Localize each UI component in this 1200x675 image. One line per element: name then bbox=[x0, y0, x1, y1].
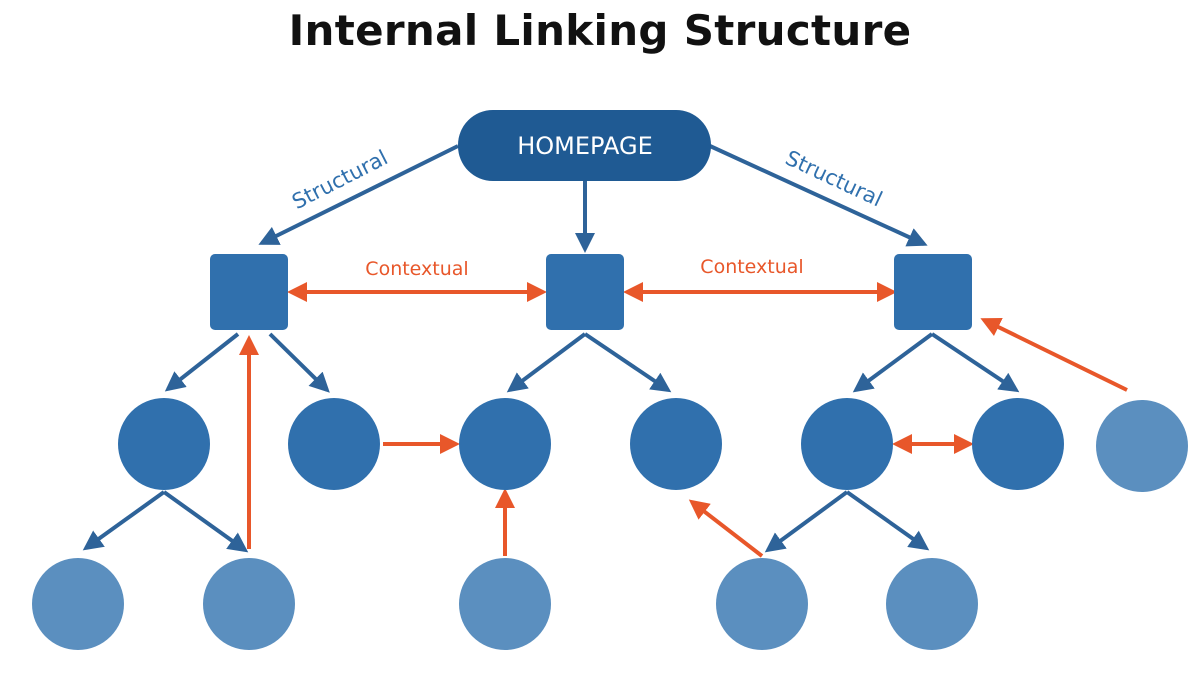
edge-cat-center-to-l2-a bbox=[506, 332, 587, 393]
page-title: Internal Linking Structure bbox=[288, 6, 912, 55]
edge-cat-left-to-l2-a bbox=[164, 332, 240, 392]
page-node-l3-c[interactable] bbox=[459, 558, 551, 650]
page-node-l2-c[interactable] bbox=[459, 398, 551, 490]
page-node-l2-g[interactable] bbox=[1096, 400, 1188, 492]
page-node-l2-a[interactable] bbox=[118, 398, 210, 490]
category-node-right[interactable] bbox=[894, 254, 972, 330]
homepage-label: HOMEPAGE bbox=[517, 132, 653, 160]
edge-cat-left-to-l2-b bbox=[268, 332, 330, 393]
edge-cat-center-to-l2-b bbox=[583, 332, 672, 393]
category-nodes bbox=[210, 254, 972, 330]
edge-home-to-category-right bbox=[709, 144, 928, 247]
edge-ctx-l3-d-to-l2-d bbox=[688, 499, 764, 558]
edge-cat-right-to-l2-a bbox=[852, 332, 934, 393]
contextual-label-left: Contextual bbox=[365, 258, 468, 280]
edge-l2-a-to-l3-a bbox=[82, 490, 166, 551]
page-node-l2-e[interactable] bbox=[801, 398, 893, 490]
page-node-l2-f[interactable] bbox=[972, 398, 1064, 490]
edge-home-to-category-left bbox=[258, 144, 459, 245]
page-node-l3-e[interactable] bbox=[886, 558, 978, 650]
page-node-l3-a[interactable] bbox=[32, 558, 124, 650]
page-node-l2-d[interactable] bbox=[630, 398, 722, 490]
level-2-nodes bbox=[118, 398, 1188, 492]
category-node-center[interactable] bbox=[546, 254, 624, 330]
category-node-left[interactable] bbox=[210, 254, 288, 330]
structural-edges bbox=[82, 144, 1020, 553]
page-node-l2-b[interactable] bbox=[288, 398, 380, 490]
contextual-edges bbox=[239, 282, 1128, 558]
page-node-l3-d[interactable] bbox=[716, 558, 808, 650]
homepage-node[interactable]: HOMEPAGE bbox=[458, 110, 711, 181]
edge-l2-e-to-l3-e bbox=[845, 490, 930, 551]
edge-ctx-l2-g-to-cat-right bbox=[980, 318, 1128, 392]
edge-l2-a-to-l3-b bbox=[162, 490, 249, 553]
edge-cat-right-to-l2-b bbox=[930, 332, 1020, 393]
page-node-l3-b[interactable] bbox=[203, 558, 295, 650]
level-3-nodes bbox=[32, 558, 978, 650]
contextual-label-right: Contextual bbox=[700, 256, 803, 278]
edge-l2-e-to-l3-d bbox=[764, 490, 849, 553]
